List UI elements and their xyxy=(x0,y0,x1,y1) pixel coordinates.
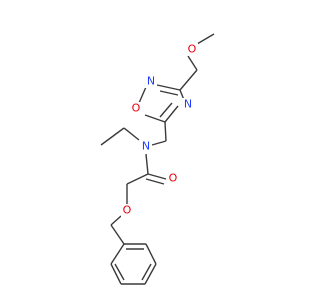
atom-n-ring-right: N xyxy=(182,98,194,111)
bond-ch2-namide xyxy=(151,140,167,146)
bond-c5-n4-double xyxy=(159,102,173,118)
bond-namide-carbonyl xyxy=(145,153,149,175)
benzene-bond-2 xyxy=(110,263,122,285)
bond-o1-c5 xyxy=(144,114,166,123)
bond-carbonyl-o xyxy=(147,173,167,180)
benzene-double-2 xyxy=(141,263,152,281)
bond-c5-n4 xyxy=(164,105,179,123)
bond-c3-n2-double xyxy=(159,90,179,96)
atom-o-ring: O xyxy=(130,102,142,115)
atom-n-ring-top: N xyxy=(145,75,157,88)
bond-carbonyl-o-double xyxy=(145,178,165,185)
bond-methyl-o xyxy=(196,33,215,45)
benzene-bond-4 xyxy=(144,263,157,285)
atom-o-ring-label: O xyxy=(132,102,141,115)
bond-o-ch2 xyxy=(187,55,198,71)
bond-oether-benzyl xyxy=(110,215,122,226)
molecule-structure: O N O N N O O xyxy=(100,33,215,285)
atom-o-carbonyl-label: O xyxy=(169,172,178,185)
bond-carbonyl-ch2 xyxy=(126,173,149,185)
bonds xyxy=(100,33,215,285)
bond-c3-n2 xyxy=(156,84,181,91)
bond-benzyl-ring xyxy=(110,224,125,245)
atom-o-methoxy-label: O xyxy=(188,43,197,56)
atom-o-methoxy: O xyxy=(186,43,198,56)
atom-n-ring-right-label: N xyxy=(184,98,192,111)
atom-o-ether: O xyxy=(121,204,133,217)
molecule-diagram: O N O N N O O xyxy=(100,33,215,285)
atom-o-carbonyl: O xyxy=(167,172,179,185)
bond-namide-ethyl xyxy=(123,127,140,141)
bond-n2-o1 xyxy=(138,86,147,104)
benzene-bond-5 xyxy=(145,243,157,265)
benzene-bond-1 xyxy=(110,243,125,265)
atom-o-ether-label: O xyxy=(123,204,132,217)
bond-ch2-c3 xyxy=(179,69,198,91)
bond-c5-ch2 xyxy=(164,121,167,142)
atom-n-amide: N xyxy=(140,140,152,153)
atom-labels: O N O N N O O xyxy=(121,43,198,217)
benzene-double-3 xyxy=(114,263,125,281)
atom-n-ring-top-label: N xyxy=(147,75,155,88)
atom-n-amide-label: N xyxy=(142,140,150,153)
bond-ethyl-ch3 xyxy=(100,127,125,146)
